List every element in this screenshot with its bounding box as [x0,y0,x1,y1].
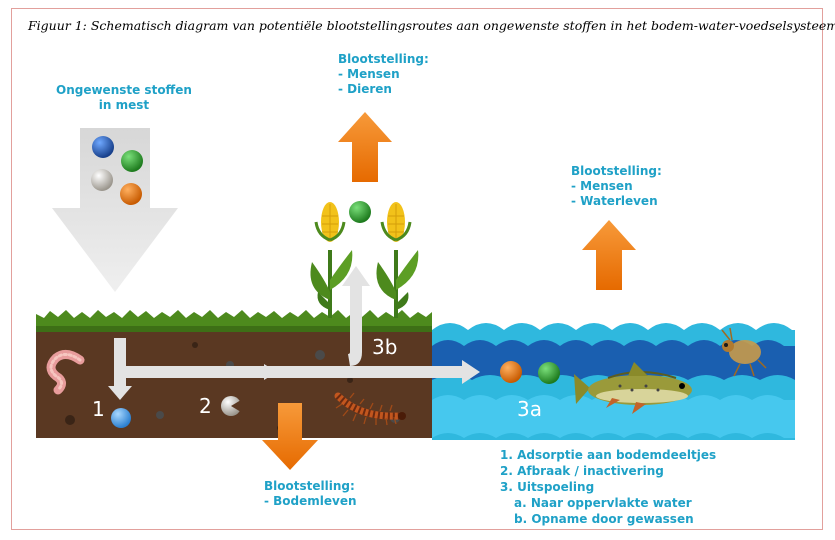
route-number-3b: 3b [372,335,398,359]
figure-caption: Figuur 1: Schematisch diagram van potent… [28,18,835,33]
route-number-2: 2 [199,394,212,418]
figure-frame [11,8,823,530]
centipede-icon [334,392,406,426]
ball-lightblue-icon [111,408,131,428]
exposure-water-item: - Mensen [571,179,633,193]
exposure-soil-item: - Bodemleven [264,494,357,508]
legend-subitem: b. Opname door gewassen [514,512,694,526]
legend-subitem: a. Naar oppervlakte water [514,496,692,510]
source-label-line1: Ongewenste stoffen [56,83,192,97]
exposure-arrow-soil [262,403,318,470]
ball-white-icon [91,169,113,191]
ball-blue-icon [92,136,114,158]
exposure-top-label: Blootstelling: - Mensen - Dieren [338,52,429,97]
ball-green-icon [538,362,560,384]
route-legend: 1. Adsorptie aan bodemdeeltjes 2. Afbraa… [500,447,716,527]
degraded-particle-icon [221,396,241,416]
route-arrows [108,266,480,400]
ball-orange-icon [120,183,142,205]
exposure-water-label: Blootstelling: - Mensen - Waterleven [571,164,662,209]
input-arrow [52,128,178,292]
exposure-soil-label: Blootstelling: - Bodemleven [264,479,357,509]
exposure-soil-title: Blootstelling: [264,479,355,493]
corn-plant-icon [376,202,419,318]
exposure-water-title: Blootstelling: [571,164,662,178]
exposure-arrow-top [338,112,392,182]
ball-green-icon [121,150,143,172]
exposure-top-item: - Dieren [338,82,392,96]
legend-item: 1. Adsorptie aan bodemdeeltjes [500,448,717,462]
route-number-3a: 3a [517,397,542,421]
legend-item: 2. Afbraak / inactivering [500,464,664,478]
exposure-top-title: Blootstelling: [338,52,429,66]
manure-particles [91,136,143,205]
source-label-line2: in mest [98,98,150,112]
exposure-arrow-water [582,220,636,290]
ball-orange-icon [500,361,522,383]
fish-icon [574,362,692,414]
earthworm-icon [46,350,85,395]
exposure-top-item: - Mensen [338,67,400,81]
water-flea-icon [721,327,767,377]
ball-green-icon [349,201,371,223]
legend-item: 3. Uitspoeling [500,480,595,494]
corn-plant-icon [310,202,353,318]
route-number-1: 1 [92,397,105,421]
grass-strip [36,310,432,332]
exposure-water-item: - Waterleven [571,194,658,208]
source-label: Ongewenste stoffen in mest [56,83,192,113]
